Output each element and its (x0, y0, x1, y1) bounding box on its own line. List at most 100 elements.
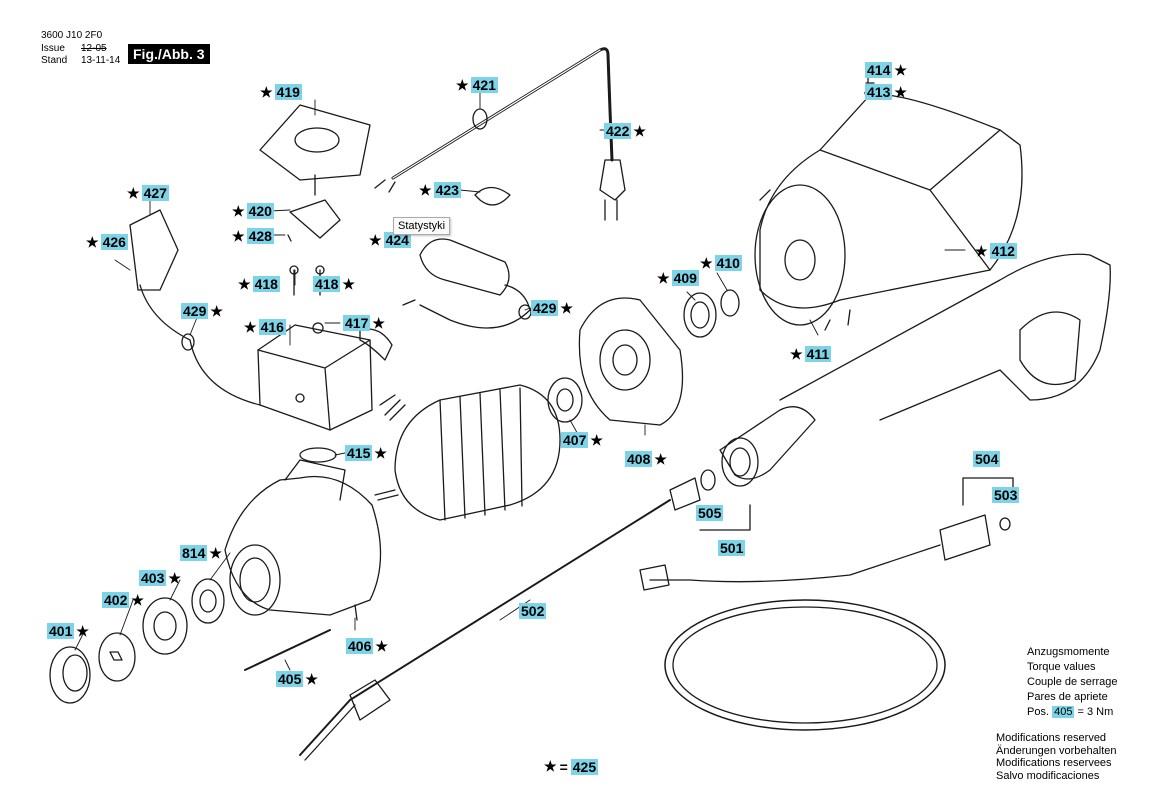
part-number: 405 (276, 671, 304, 687)
modifications-note: Modifications reserved Änderungen vorbeh… (996, 732, 1116, 782)
legend-number: 425 (570, 758, 599, 775)
part-number: 505 (696, 505, 724, 521)
part-label-504: 504 (973, 451, 1001, 467)
part-label-418: ★418 (236, 276, 280, 292)
star-icon: ★ (131, 592, 144, 608)
switch-cover-419 (259, 104, 371, 181)
star-icon: ★ (456, 77, 469, 93)
part-number: 418 (313, 276, 341, 292)
part-number: 501 (718, 540, 746, 556)
part-label-501: 501 (718, 540, 746, 556)
ring-410 (720, 289, 740, 317)
doc-number: 3600 J10 2F0 (41, 30, 103, 41)
star-icon: ★ (127, 185, 140, 201)
star-icon: ★ (232, 228, 245, 244)
part-label-505: 505 (696, 505, 724, 521)
part-label-429: 429★ (181, 303, 225, 319)
star-icon: ★ (894, 62, 907, 78)
part-label-428: ★428 (230, 228, 274, 244)
part-label-406: 406★ (346, 638, 390, 654)
part-label-405: 405★ (276, 671, 320, 687)
part-label-409: ★409 (655, 270, 699, 286)
part-number: 503 (992, 487, 1020, 503)
cap-401 (49, 646, 91, 704)
star-icon: ★ (894, 84, 907, 100)
tooltip-statystyki: Statystyki (393, 217, 451, 235)
part-label-422: 422★ (604, 123, 648, 139)
torque-line: Torque values (1027, 661, 1096, 673)
star-icon: ★ (975, 243, 988, 259)
part-label-423: ★423 (417, 182, 461, 198)
part-number: 407 (561, 432, 589, 448)
star-icon: ★ (86, 234, 99, 250)
eccentric-402 (98, 632, 136, 682)
legend-equals: = (559, 758, 568, 775)
part-number: 502 (519, 603, 547, 619)
stand-label: Stand (41, 55, 68, 66)
switch-427 (129, 209, 179, 291)
star-icon: ★ (654, 451, 667, 467)
part-number: 413 (865, 84, 893, 100)
part-number: 420 (246, 203, 274, 219)
bearing-403 (142, 597, 188, 655)
part-label-503: 503 (992, 487, 1020, 503)
part-label-411: ★411 (788, 346, 832, 362)
switch-420 (289, 199, 341, 239)
part-number: 411 (804, 346, 832, 362)
part-label-420: ★420 (230, 203, 274, 219)
ring-409 (683, 292, 717, 338)
ring-503 (999, 517, 1011, 531)
rotor (394, 384, 561, 521)
part-number: 424 (383, 232, 411, 248)
modifications-line: Änderungen vorbehalten (996, 744, 1117, 757)
star-icon: ★ (590, 432, 603, 448)
clip-423 (474, 186, 511, 206)
part-number: 504 (973, 451, 1001, 467)
part-number: 429 (181, 303, 209, 319)
part-number: 429 (531, 300, 559, 316)
part-number: 418 (252, 276, 280, 292)
modifications-line: Salvo modificaciones (996, 769, 1100, 782)
torque-line: Anzugsmomente (1027, 646, 1110, 658)
part-number: 401 (47, 623, 75, 639)
issue-value: 12-05 (81, 43, 107, 54)
star-icon: ★ (369, 232, 382, 248)
box-416 (257, 324, 373, 431)
capacitor-424 (419, 238, 510, 296)
issue-label: Issue (41, 43, 65, 54)
gun-barrel (719, 406, 816, 480)
power-cord (391, 47, 614, 180)
star-icon: ★ (244, 319, 257, 335)
part-number: 421 (470, 77, 498, 93)
part-label-429: 429★ (531, 300, 575, 316)
part-number: 406 (346, 638, 374, 654)
part-label-814: 814★ (180, 545, 224, 561)
modifications-line: Modifications reservees (996, 757, 1112, 769)
hose (649, 544, 941, 583)
part-label-412: ★412 (973, 243, 1017, 259)
star-icon: ★ (374, 445, 387, 461)
star-icon: ★ (372, 315, 385, 331)
star-icon: ★ (260, 84, 273, 100)
part-label-414: 414★ (865, 62, 909, 78)
stand-value: 13-11-14 (81, 55, 121, 66)
part-number: 412 (989, 243, 1017, 259)
ring-505 (700, 469, 716, 491)
part-number: 409 (671, 270, 699, 286)
figure-label: Fig./Abb. 3 (128, 44, 210, 64)
bearing-407 (547, 377, 583, 423)
part-number: 426 (100, 234, 128, 250)
flange-408 (578, 297, 684, 426)
part-number: 428 (246, 228, 274, 244)
part-number: 427 (141, 185, 169, 201)
part-label-401: 401★ (47, 623, 91, 639)
part-number: 416 (258, 319, 286, 335)
star-icon: ★ (419, 182, 432, 198)
o-ring-415 (299, 447, 337, 463)
part-label-403: 403★ (139, 570, 183, 586)
torque-pos-line: Pos. 405 = 3 Nm (1027, 705, 1118, 720)
torque-pos-number: 405 (1052, 706, 1075, 718)
star-icon: ★ (657, 270, 670, 286)
torque-note: Anzugsmomente Torque values Couple de se… (1027, 645, 1118, 720)
pump-housing (224, 475, 382, 616)
